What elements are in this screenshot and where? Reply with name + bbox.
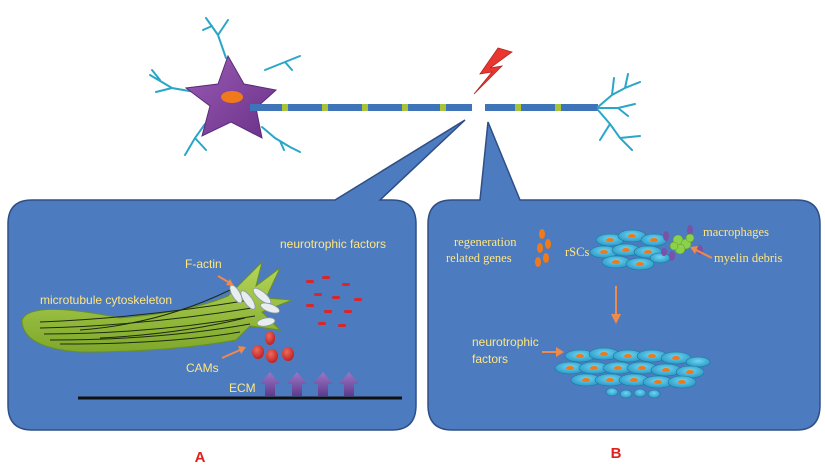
label-regeneration-line2: related genes [446,251,512,265]
label-cams: CAMs [186,361,219,375]
label-ecm: ECM [229,381,256,395]
panel-b-arrows [542,246,713,357]
label-myelin-debris: myelin debris [714,251,783,265]
panel-letter-b: B [611,445,622,462]
axon-distal [485,104,598,111]
label-neurotrophic-b-line1: neurotrophic [472,335,539,349]
panel-letter-a: A [195,449,206,466]
label-neurotrophic-b-line2: factors [472,352,508,366]
panel-a-callout [7,119,466,431]
ecm-arrows [260,372,359,396]
neurotrophic-factors-dots [306,276,362,327]
label-rscs: rSCs [565,245,589,259]
injury-lightning-icon [473,47,513,95]
panel-a-arrows [217,275,246,359]
neuron [149,17,641,156]
label-macrophages: macrophages [703,225,769,239]
rscs-regenerating-band [554,347,711,399]
label-neurotrophic-a: neurotrophic factors [280,237,386,251]
panel-b-callout [427,121,821,431]
axon-proximal [250,104,472,111]
axon-terminal [597,73,641,151]
rscs-cluster [589,229,671,271]
neuron-nucleus [221,91,243,103]
label-microtubule: microtubule cytoskeleton [40,293,172,307]
label-f-actin: F-actin [185,257,222,271]
microtubule-cytoskeleton [21,260,293,353]
cams [252,331,294,363]
dendrites [149,17,301,156]
label-regeneration-line1: regeneration [454,235,517,249]
regeneration-genes [535,229,551,267]
